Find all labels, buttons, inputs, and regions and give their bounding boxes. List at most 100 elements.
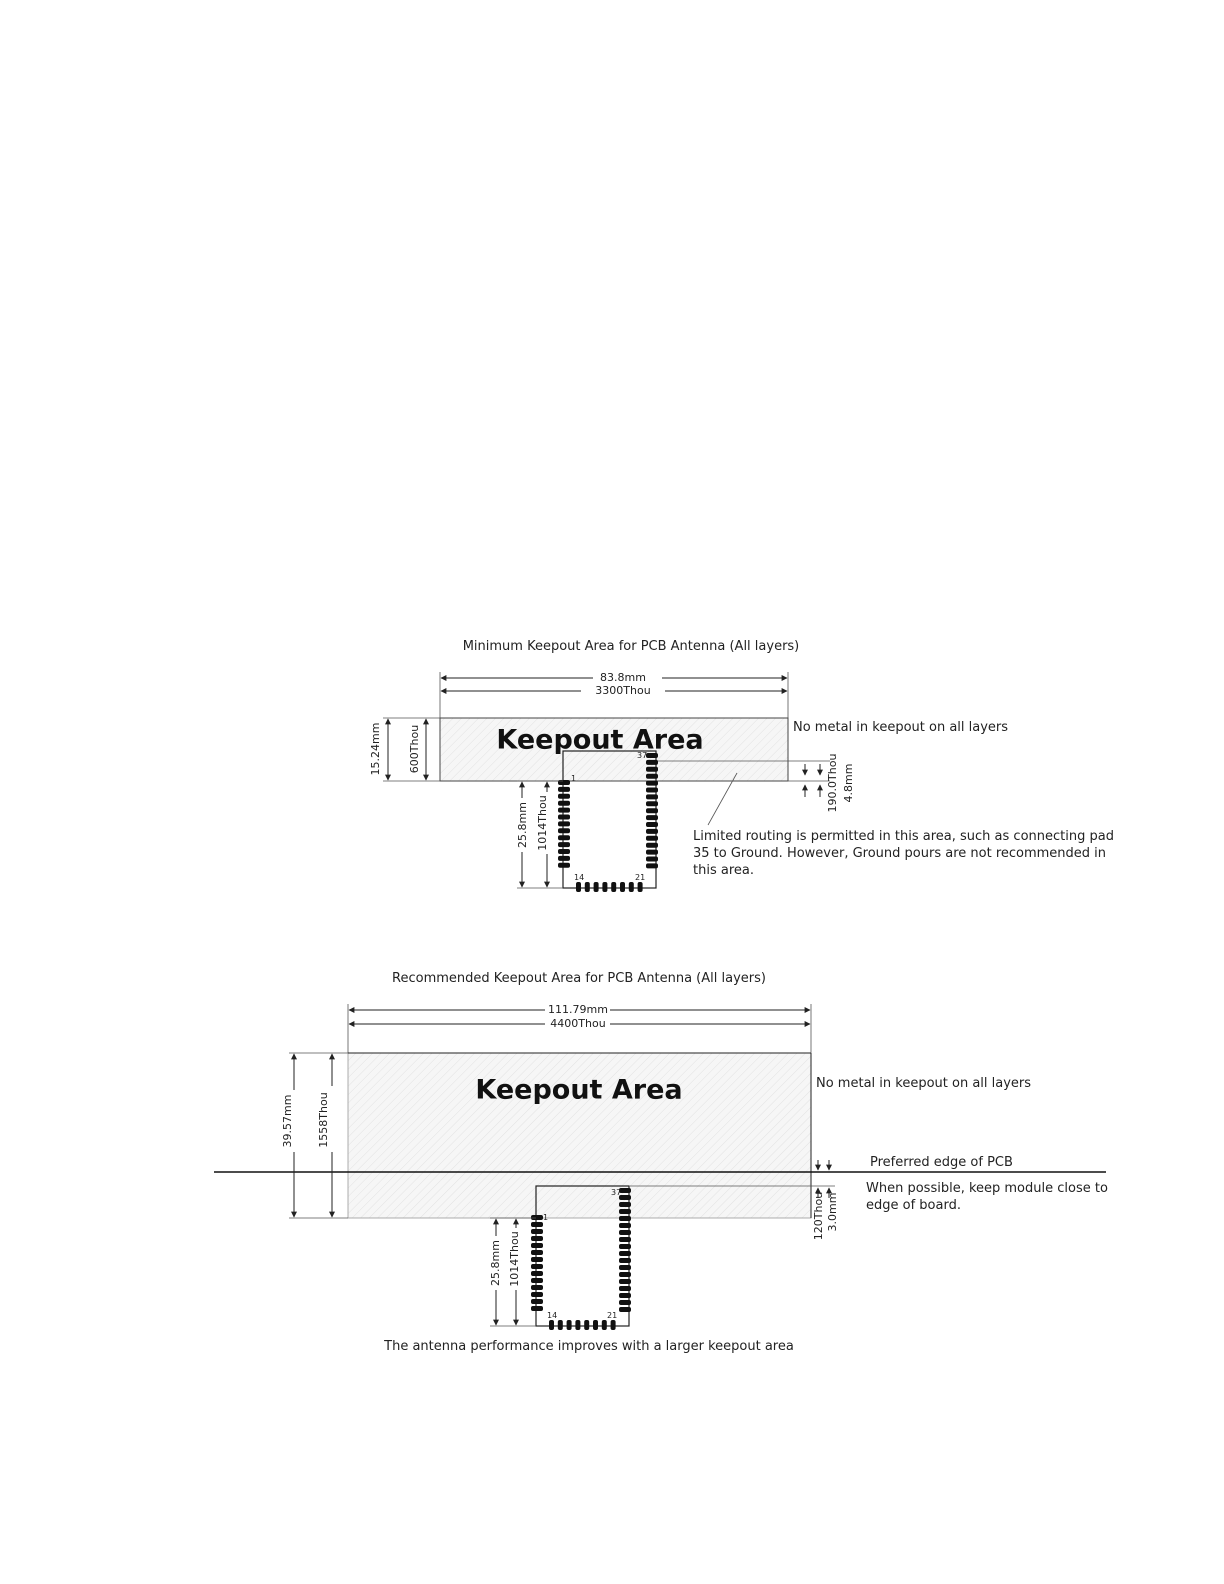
rec-module-pad bbox=[557, 1320, 563, 1330]
rec-module-pad bbox=[593, 1320, 598, 1330]
min-module-pad bbox=[558, 835, 570, 841]
rec-module-pad bbox=[531, 1264, 543, 1269]
rec-pads-bottom bbox=[549, 1320, 616, 1330]
rec-module-pad bbox=[610, 1320, 616, 1330]
rec-module-pad bbox=[531, 1285, 543, 1290]
rec-module-pad bbox=[619, 1293, 631, 1298]
rec-offset-thou: 120Thou bbox=[812, 1192, 825, 1240]
min-offset-thou: 190.0Thou bbox=[826, 754, 839, 813]
min-routing-note-2: 35 to Ground. However, Ground pours are … bbox=[693, 846, 1106, 861]
rec-pin-1: 1 bbox=[543, 1213, 548, 1222]
min-keepout-area bbox=[439, 717, 789, 782]
rec-module-pad bbox=[619, 1272, 631, 1277]
min-module-pad bbox=[646, 842, 658, 848]
rec-module-height-mm: 25.8mm bbox=[489, 1240, 502, 1286]
rec-keepout-area bbox=[347, 1052, 812, 1219]
rec-module: 1 37 14 21 bbox=[531, 1185, 631, 1330]
rec-module-pad bbox=[619, 1237, 631, 1242]
min-module-pad bbox=[593, 882, 599, 892]
min-keepout-label: Keepout Area bbox=[496, 725, 703, 756]
rec-module-pad bbox=[619, 1244, 631, 1249]
rec-module-pad bbox=[619, 1209, 631, 1214]
rec-module-pad bbox=[566, 1320, 572, 1330]
min-routing-leader bbox=[707, 772, 738, 826]
min-pads-left bbox=[558, 780, 570, 868]
min-routing-note-3: this area. bbox=[693, 863, 754, 878]
rec-module-pad bbox=[584, 1320, 590, 1330]
min-module-pad bbox=[646, 828, 658, 834]
min-pin-1: 1 bbox=[571, 774, 576, 783]
min-module-pad bbox=[646, 808, 658, 814]
min-module-pad bbox=[646, 835, 658, 841]
rec-module-pad bbox=[619, 1286, 631, 1291]
min-no-metal-note: No metal in keepout on all layers bbox=[793, 720, 1008, 735]
min-width-thou: 3300Thou bbox=[595, 684, 650, 697]
min-width-mm: 83.8mm bbox=[600, 671, 646, 684]
min-module-pad bbox=[646, 801, 658, 807]
min-module-pad bbox=[646, 759, 658, 765]
min-module-pad bbox=[558, 862, 570, 868]
rec-no-metal-note: No metal in keepout on all layers bbox=[816, 1076, 1031, 1091]
rec-module-pad bbox=[531, 1299, 543, 1304]
rec-module-pad bbox=[619, 1216, 631, 1221]
rec-close-note-1: When possible, keep module close to bbox=[866, 1181, 1108, 1196]
recommended-keepout-diagram: Recommended Keepout Area for PCB Antenna… bbox=[214, 971, 1108, 1354]
rec-close-note-2: edge of board. bbox=[866, 1198, 961, 1213]
rec-module-pad bbox=[601, 1320, 607, 1330]
rec-offset-mm: 3.0mm bbox=[826, 1193, 839, 1232]
rec-pin-21: 21 bbox=[607, 1311, 617, 1320]
min-module-pad bbox=[646, 766, 658, 772]
min-offset-mm: 4.8mm bbox=[842, 764, 855, 803]
min-module-pad bbox=[620, 882, 625, 892]
rec-module-height-thou: 1014Thou bbox=[508, 1231, 521, 1286]
min-module-pad bbox=[637, 882, 643, 892]
min-module-height-thou: 1014Thou bbox=[536, 795, 549, 850]
min-module-pad bbox=[558, 855, 570, 861]
min-pin-21: 21 bbox=[635, 873, 645, 882]
rec-module-pad bbox=[531, 1215, 543, 1220]
min-module: 1 37 14 21 bbox=[558, 750, 658, 892]
rec-module-pad bbox=[549, 1320, 554, 1330]
min-module-pad bbox=[646, 780, 658, 786]
rec-module-pad bbox=[619, 1251, 631, 1256]
min-module-pad bbox=[558, 793, 570, 799]
min-module-pad bbox=[558, 807, 570, 813]
rec-keepout-label: Keepout Area bbox=[475, 1075, 682, 1106]
rec-module-pad bbox=[619, 1202, 631, 1207]
rec-caption: The antenna performance improves with a … bbox=[383, 1339, 794, 1354]
min-module-pad bbox=[646, 856, 658, 862]
rec-module-pad bbox=[619, 1265, 631, 1270]
rec-module-pad bbox=[531, 1278, 543, 1283]
rec-height-mm: 39.57mm bbox=[281, 1095, 294, 1148]
rec-module-pad bbox=[531, 1250, 543, 1255]
min-module-pad bbox=[558, 842, 570, 848]
min-module-pad bbox=[646, 787, 658, 793]
minimum-title: Minimum Keepout Area for PCB Antenna (Al… bbox=[463, 639, 800, 654]
rec-pads-right bbox=[619, 1188, 631, 1312]
recommended-title: Recommended Keepout Area for PCB Antenna… bbox=[392, 971, 766, 986]
min-module-pad bbox=[602, 882, 608, 892]
rec-edge-note: Preferred edge of PCB bbox=[870, 1155, 1013, 1170]
rec-module-pad bbox=[531, 1222, 543, 1227]
rec-pads-left bbox=[531, 1215, 543, 1311]
min-routing-note-1: Limited routing is permitted in this are… bbox=[693, 829, 1114, 844]
rec-pin-37: 37 bbox=[611, 1188, 621, 1197]
rec-module-pad bbox=[531, 1271, 543, 1276]
min-height-mm: 15.24mm bbox=[369, 723, 382, 776]
rec-module-pad bbox=[619, 1230, 631, 1235]
rec-module-pad bbox=[619, 1258, 631, 1263]
rec-module-pad bbox=[531, 1306, 543, 1311]
rec-pin-14: 14 bbox=[547, 1311, 557, 1320]
min-module-pad bbox=[611, 882, 617, 892]
min-module-pad bbox=[558, 814, 570, 820]
min-pin-14: 14 bbox=[574, 873, 584, 882]
rec-module-pad bbox=[619, 1223, 631, 1228]
min-module-height-mm: 25.8mm bbox=[516, 802, 529, 848]
rec-module-pad bbox=[531, 1292, 543, 1297]
minimum-keepout-diagram: Minimum Keepout Area for PCB Antenna (Al… bbox=[369, 639, 1114, 892]
rec-module-pad bbox=[619, 1188, 631, 1193]
min-height-thou: 600Thou bbox=[408, 725, 421, 773]
min-module-pad bbox=[646, 794, 658, 800]
min-module-pad bbox=[558, 849, 570, 854]
rec-module-pad bbox=[531, 1243, 543, 1248]
